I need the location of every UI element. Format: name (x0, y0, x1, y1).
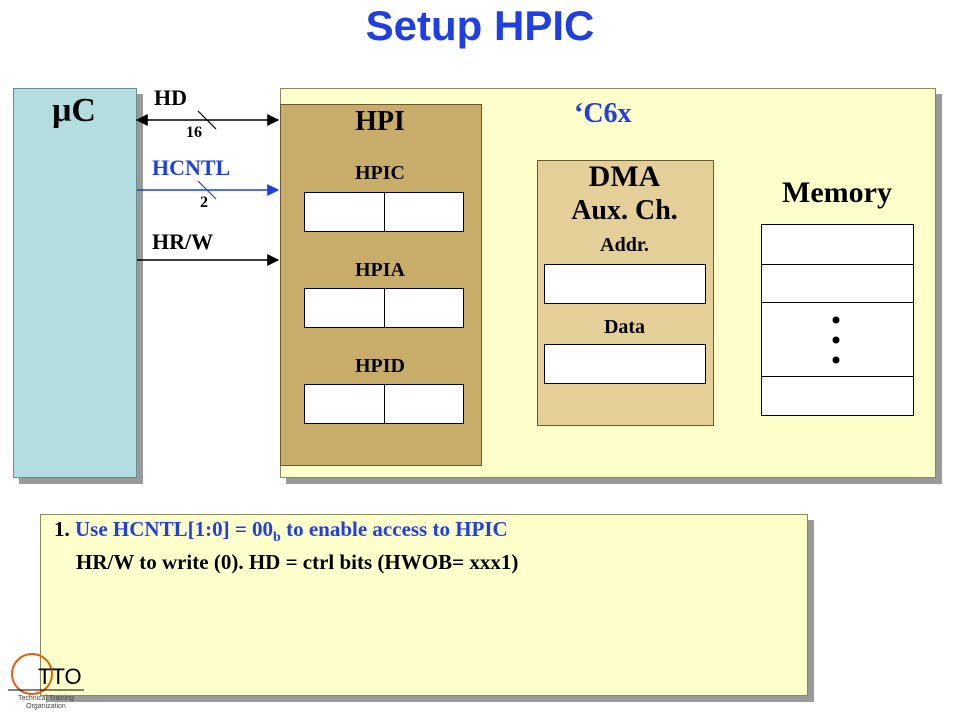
note-line-1-rest: to enable access to HPIC (280, 517, 508, 541)
hpic-register (304, 192, 464, 232)
hpia-register (304, 288, 464, 328)
hpid-register-label: HPID (355, 355, 405, 377)
hpic-register-label: HPIC (355, 162, 405, 184)
hpi-label: HPI (355, 106, 405, 137)
hpia-register-high-half (304, 288, 385, 328)
ellipsis-dot (832, 356, 840, 364)
dma-data-label: Data (603, 316, 646, 338)
hrw-signal-label: HR/W (152, 229, 214, 254)
dma-addr-field (544, 264, 706, 304)
ellipsis-dot (832, 336, 840, 344)
hcntl-bus-width: 2 (200, 194, 208, 211)
hpic-register-low-half (384, 192, 464, 232)
hcntl-bus-slash (197, 180, 217, 200)
note-line-1-text: Use HCNTL[1:0] = 00 (75, 517, 274, 541)
dma-aux-channel-label: Aux. Ch. (571, 195, 678, 226)
hpia-register-label: HPIA (355, 259, 405, 281)
note-line-2: HR/W to write (0). HD = ctrl bits (HWOB=… (76, 550, 519, 574)
hpic-register-high-half (304, 192, 385, 232)
dma-data-field (544, 344, 706, 384)
memory-label: Memory (782, 176, 892, 209)
logo-line-2: Organization (26, 703, 66, 710)
logo-letters: TTO (38, 664, 82, 689)
microcontroller-block (13, 88, 137, 478)
hpid-register-low-half (384, 384, 464, 424)
memory-cell (761, 376, 914, 416)
dma-label: DMA (588, 160, 661, 193)
note-line-1-subscript: b (273, 530, 281, 546)
hpid-register (304, 384, 464, 424)
microcontroller-label: μC (52, 92, 96, 129)
hpid-register-high-half (304, 384, 385, 424)
tto-logo: TTO Technical Training Organization (8, 653, 84, 710)
hd-bus-width: 16 (186, 124, 202, 141)
dma-addr-label: Addr. (600, 234, 649, 256)
hcntl-signal-label: HCNTL (152, 155, 231, 180)
note-line-1: 1. Use HCNTL[1:0] = 00b to enable access… (54, 517, 508, 546)
page-title: Setup HPIC (365, 2, 595, 49)
note-box (40, 514, 808, 696)
hd-bus-slash (197, 110, 217, 130)
ellipsis-dot (832, 316, 840, 324)
note-step-number: 1. (54, 517, 70, 541)
c6x-label: ‘C6x (574, 98, 632, 129)
logo-line-1: Technical Training (18, 695, 74, 702)
memory-cell (761, 264, 914, 304)
hd-signal-label: HD (154, 85, 187, 110)
hpia-register-low-half (384, 288, 464, 328)
